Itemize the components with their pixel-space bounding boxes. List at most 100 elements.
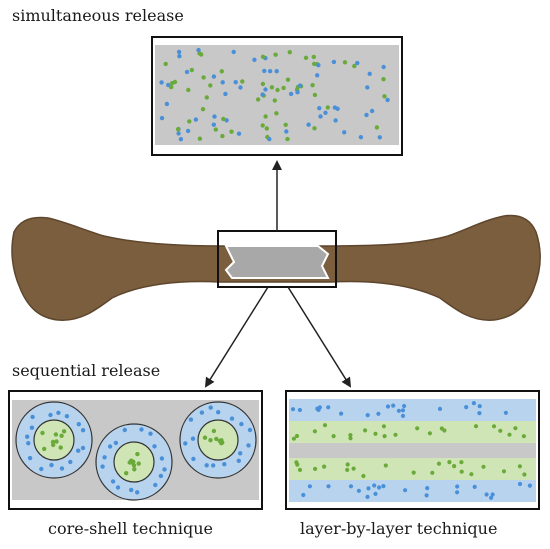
particle-icon	[285, 77, 291, 82]
particle-icon	[489, 495, 494, 500]
particle-icon	[481, 464, 486, 469]
particle-icon	[297, 467, 303, 472]
particle-icon	[381, 424, 386, 429]
particle-icon	[517, 481, 523, 487]
particle-icon	[311, 54, 316, 60]
particle-icon	[229, 416, 235, 421]
particle-icon	[452, 464, 457, 469]
particle-icon	[27, 455, 33, 461]
arrow-icon	[287, 286, 352, 388]
particle-icon	[290, 407, 296, 412]
particle-icon	[107, 444, 113, 449]
particle-icon	[208, 405, 213, 410]
particle-icon	[372, 483, 377, 488]
particle-icon	[348, 484, 354, 489]
particle-icon	[135, 490, 140, 495]
particle-icon	[366, 486, 371, 491]
particle-icon	[263, 87, 268, 92]
particle-icon	[217, 438, 222, 444]
particle-icon	[124, 471, 129, 476]
particle-icon	[64, 414, 70, 419]
particle-icon	[472, 484, 477, 489]
particle-icon	[42, 446, 47, 452]
particle-icon	[325, 105, 330, 110]
particle-icon	[484, 492, 489, 497]
particle-icon	[365, 85, 370, 90]
particle-icon	[220, 133, 225, 139]
particle-icon	[447, 460, 452, 465]
particle-icon	[221, 116, 226, 122]
particle-icon	[200, 107, 206, 112]
particle-icon	[522, 472, 527, 477]
particle-icon	[281, 85, 286, 91]
particle-icon	[40, 430, 45, 436]
particle-icon	[377, 485, 382, 490]
particle-icon	[469, 472, 474, 477]
particle-icon	[213, 127, 218, 132]
particle-icon	[285, 136, 290, 142]
particle-icon	[430, 470, 435, 475]
particle-icon	[132, 467, 137, 472]
particle-icon	[312, 92, 318, 98]
particle-icon	[307, 484, 312, 489]
particle-icon	[274, 69, 279, 74]
particle-icon	[437, 406, 443, 411]
particle-icon	[175, 127, 181, 132]
particle-icon	[400, 413, 406, 418]
particle-icon	[400, 408, 406, 413]
blue-layer	[289, 399, 536, 421]
particle-icon	[288, 91, 294, 97]
particle-icon	[331, 434, 336, 439]
particle-icon	[76, 448, 81, 453]
particle-icon	[393, 432, 398, 437]
particle-icon	[345, 467, 350, 472]
particle-icon	[25, 434, 30, 439]
particle-icon	[163, 61, 168, 67]
particle-icon	[295, 90, 300, 95]
particle-icon	[503, 410, 508, 415]
particle-icon	[152, 444, 157, 449]
particle-icon	[68, 459, 73, 465]
particle-icon	[294, 433, 300, 439]
particle-icon	[219, 69, 224, 74]
particle-icon	[351, 466, 356, 471]
particle-icon	[115, 485, 121, 490]
label-simultaneous-release: simultaneous release	[12, 6, 184, 25]
particle-icon	[348, 433, 353, 438]
particle-icon	[224, 118, 229, 123]
matrix-block	[155, 45, 399, 145]
particle-icon	[159, 80, 164, 85]
particle-icon	[238, 85, 243, 90]
particle-icon	[59, 433, 64, 438]
particle-icon	[162, 467, 167, 472]
particle-icon	[186, 87, 191, 93]
particle-icon	[272, 98, 277, 103]
particle-icon	[61, 429, 67, 434]
particle-icon	[313, 466, 318, 471]
particle-icon	[436, 461, 442, 466]
particle-icon	[315, 73, 320, 78]
particle-icon	[312, 61, 317, 67]
particle-icon	[252, 57, 257, 62]
particle-icon	[208, 438, 213, 443]
particle-icon	[326, 484, 331, 489]
particle-icon	[415, 426, 420, 431]
particle-icon	[233, 80, 238, 85]
particle-icon	[223, 91, 228, 97]
particle-icon	[59, 466, 65, 471]
particle-icon	[381, 484, 386, 489]
particle-icon	[442, 428, 447, 433]
particle-icon	[26, 441, 31, 446]
particle-icon	[199, 410, 205, 415]
particle-icon	[148, 431, 153, 436]
particle-icon	[382, 94, 387, 99]
particle-icon	[284, 129, 289, 134]
particle-icon	[339, 411, 344, 416]
particle-icon	[136, 461, 141, 466]
particle-icon	[211, 74, 217, 79]
particle-icon	[459, 460, 464, 465]
particle-icon	[129, 487, 134, 493]
particle-icon	[298, 83, 303, 88]
particle-icon	[490, 492, 495, 497]
